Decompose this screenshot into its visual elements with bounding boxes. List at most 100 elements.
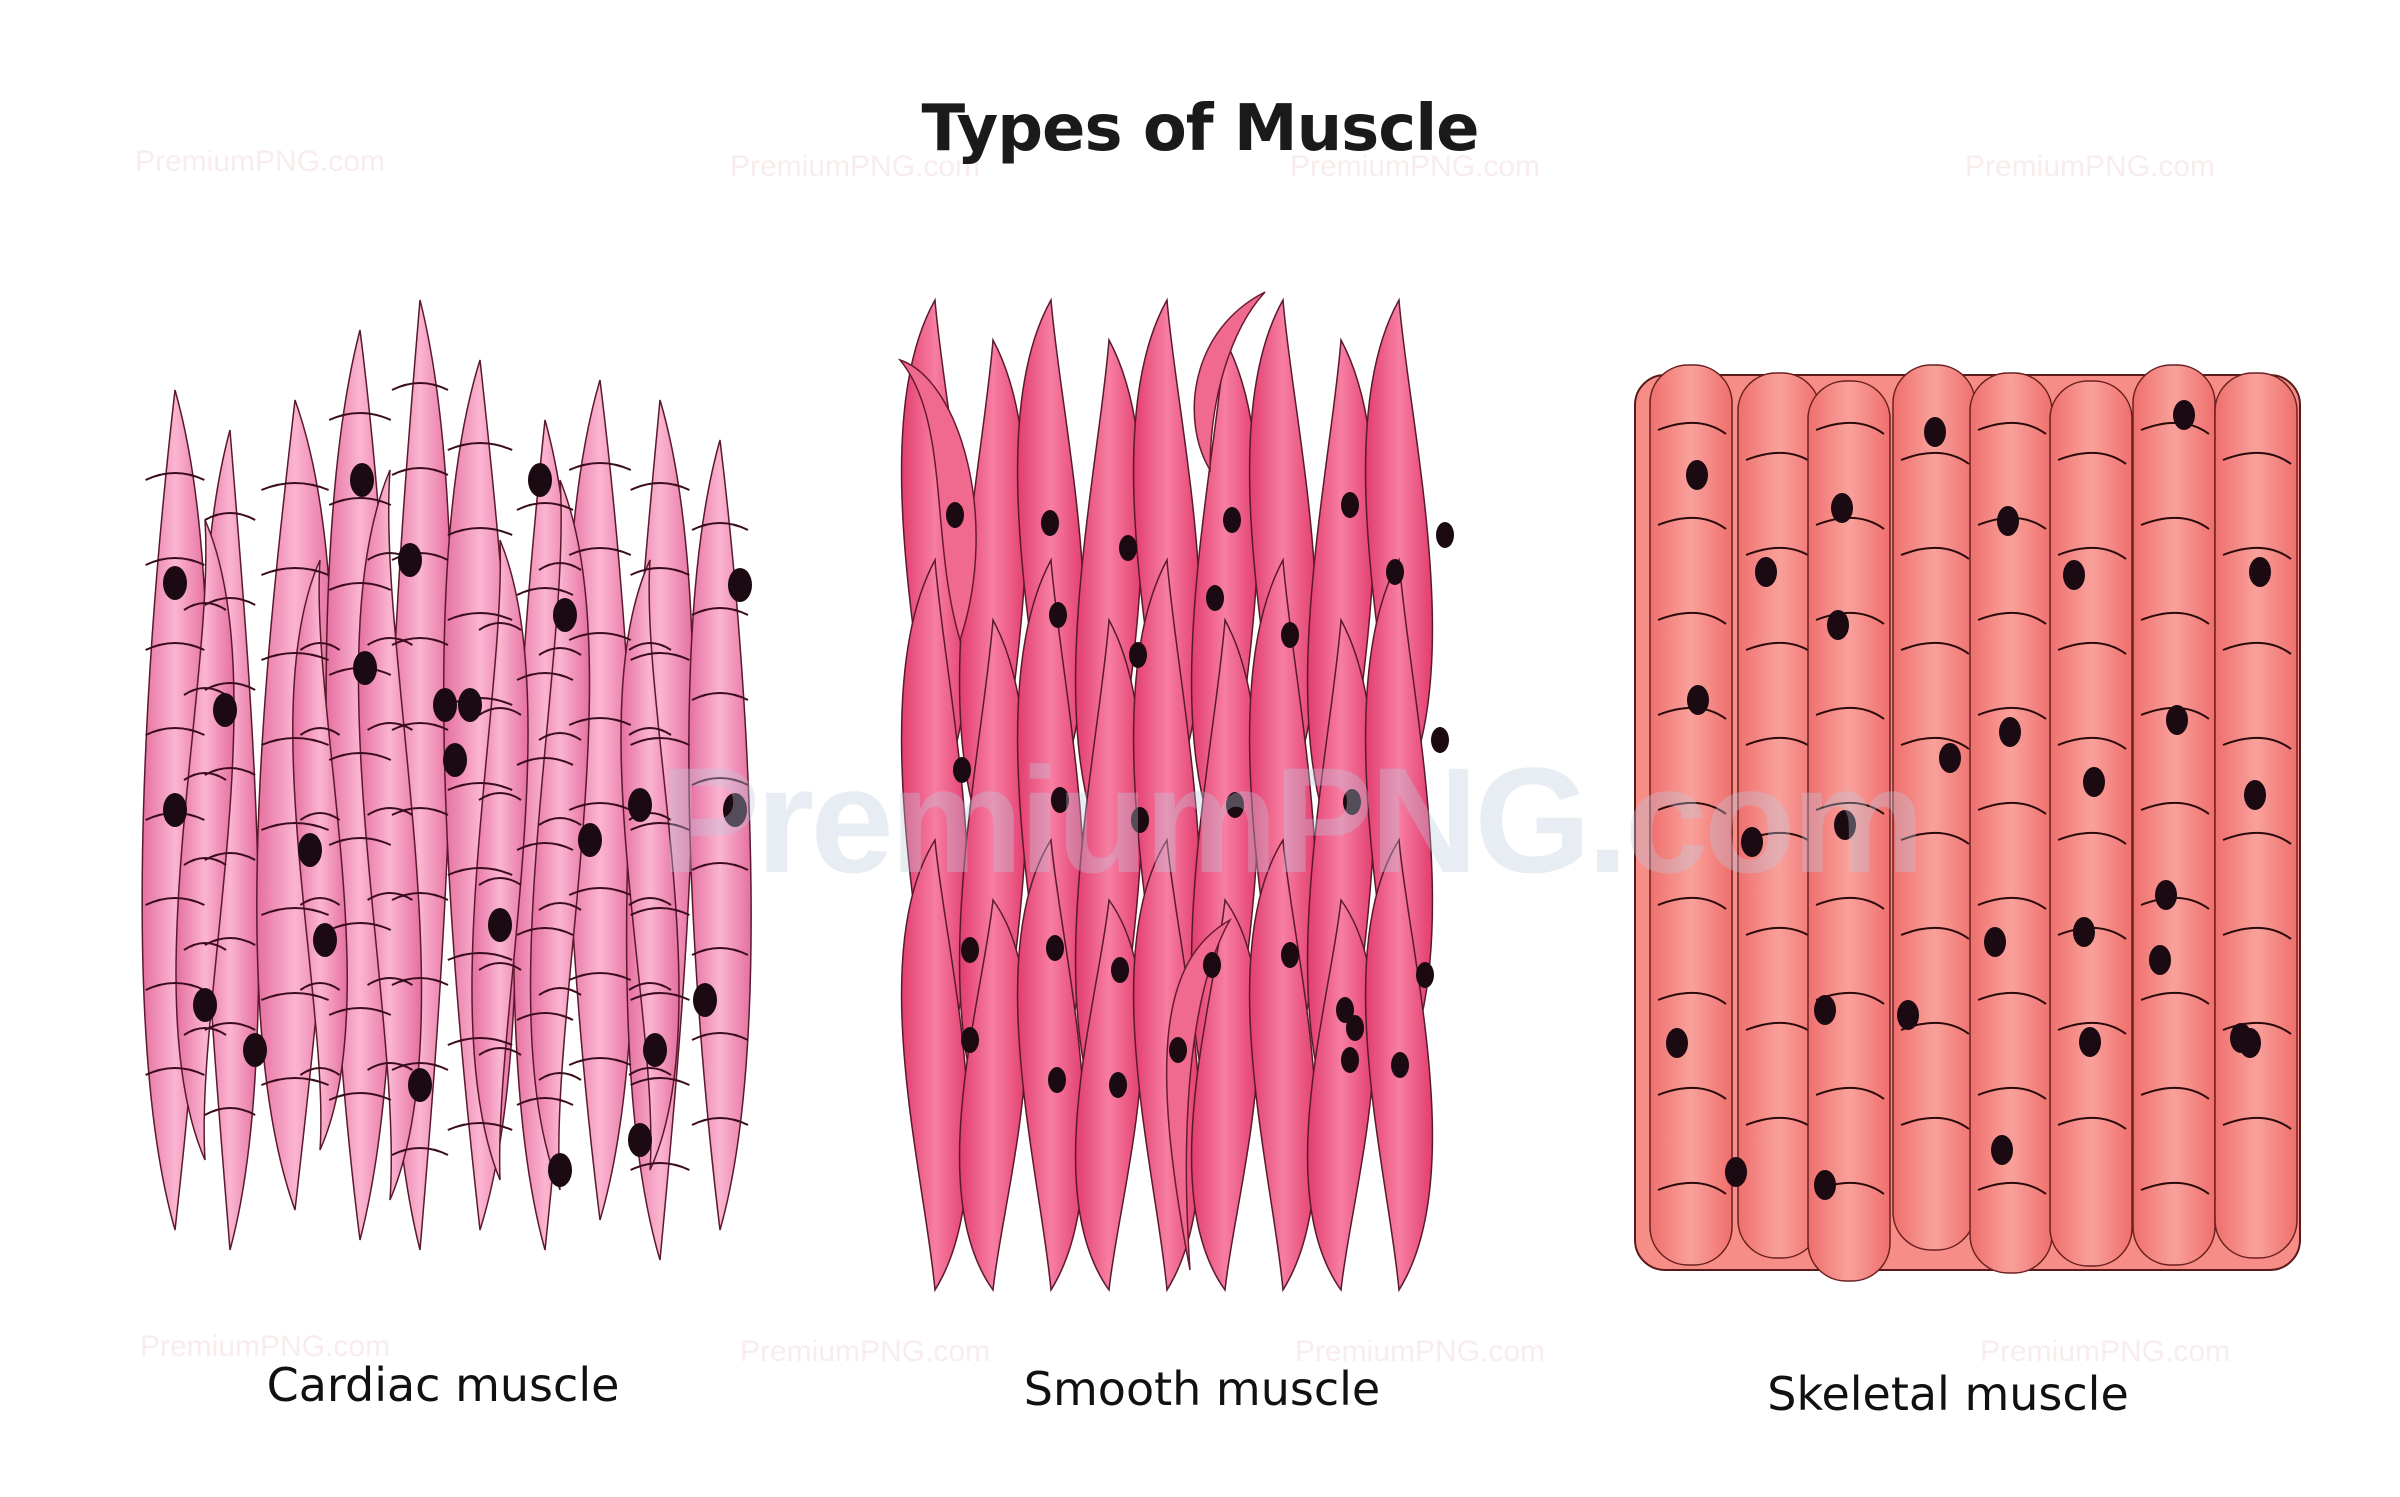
skeletal-nucleus xyxy=(1814,1170,1836,1200)
skeletal-striation xyxy=(1977,896,2047,910)
cardiac-striation xyxy=(691,522,749,531)
cardiac-striation xyxy=(367,977,413,986)
smooth-nucleus xyxy=(1336,997,1354,1023)
skeletal-striation xyxy=(1977,706,2047,720)
cardiac-striation xyxy=(568,972,632,981)
cardiac-striation xyxy=(183,602,227,611)
cardiac-striation xyxy=(516,757,574,766)
skeletal-fiber xyxy=(2132,364,2216,1266)
skeletal-nucleus xyxy=(2073,917,2095,947)
skeletal-striation xyxy=(2057,546,2127,560)
cardiac-nucleus xyxy=(628,788,652,822)
skeletal-striation xyxy=(1657,1181,1727,1195)
cardiac-striation xyxy=(568,1057,632,1066)
smooth-nucleus xyxy=(961,1027,979,1053)
smooth-nucleus xyxy=(1281,942,1299,968)
cardiac-nucleus xyxy=(163,566,187,600)
skeletal-striation xyxy=(1657,516,1727,530)
cardiac-striation xyxy=(538,1072,582,1081)
skeletal-striation xyxy=(2222,1021,2292,1035)
cardiac-striation xyxy=(516,502,574,511)
cardiac-striation xyxy=(630,907,690,916)
skeletal-nucleus xyxy=(1924,417,1946,447)
skeletal-striation xyxy=(2140,1181,2210,1195)
cardiac-nucleus xyxy=(213,693,237,727)
cardiac-striation xyxy=(447,527,513,536)
cardiac-striation xyxy=(261,652,329,661)
cardiac-striation xyxy=(328,582,392,591)
cardiac-muscle-illustration xyxy=(141,299,752,1261)
cardiac-striation xyxy=(538,817,582,826)
skeletal-striation xyxy=(1900,831,1970,845)
skeletal-striation xyxy=(1815,516,1885,530)
cardiac-striation xyxy=(391,722,449,731)
skeletal-striation xyxy=(2057,641,2127,655)
cardiac-striation xyxy=(261,907,329,916)
skeletal-nucleus xyxy=(1686,460,1708,490)
cardiac-striation xyxy=(538,987,582,996)
cardiac-striation xyxy=(145,557,205,566)
skeletal-striation xyxy=(1900,736,1970,750)
smooth-cell xyxy=(900,837,970,1293)
cardiac-striation xyxy=(628,1067,672,1076)
smooth-nucleus xyxy=(1436,522,1454,548)
skeletal-striation xyxy=(2222,641,2292,655)
skeletal-nucleus xyxy=(1991,1135,2013,1165)
smooth-nucleus xyxy=(1341,492,1359,518)
skeletal-striation xyxy=(2057,736,2127,750)
cardiac-striation xyxy=(447,1037,513,1046)
cardiac-striation xyxy=(367,892,413,901)
skeletal-striation xyxy=(2222,546,2292,560)
cardiac-striation xyxy=(328,837,392,846)
smooth-nucleus xyxy=(1343,789,1361,815)
skeletal-striation xyxy=(2222,1116,2292,1130)
cardiac-striation xyxy=(367,1062,413,1071)
skeletal-striation xyxy=(1900,451,1970,465)
cardiac-striation xyxy=(299,642,341,651)
cardiac-striation xyxy=(568,887,632,896)
smooth-nucleus xyxy=(1169,1037,1187,1063)
smooth-nucleus xyxy=(1129,642,1147,668)
smooth-nucleus xyxy=(1416,962,1434,988)
cardiac-striation xyxy=(691,692,749,701)
skeletal-nucleus xyxy=(1666,1028,1688,1058)
cardiac-striation xyxy=(328,497,392,506)
skeletal-striation xyxy=(1657,1086,1727,1100)
skeletal-striation xyxy=(1977,991,2047,1005)
smooth-nucleus xyxy=(1131,807,1149,833)
cardiac-striation xyxy=(299,812,341,821)
cardiac-striation xyxy=(447,867,513,876)
cardiac-striation xyxy=(478,962,522,971)
skeletal-nucleus xyxy=(2155,880,2177,910)
cardiac-striation xyxy=(630,822,690,831)
skeletal-muscle-illustration xyxy=(1634,364,2301,1282)
skeletal-striation xyxy=(2057,1116,2127,1130)
cardiac-nucleus xyxy=(548,1153,572,1187)
cardiac-striation xyxy=(261,482,329,491)
cardiac-nucleus xyxy=(433,688,457,722)
cardiac-striation xyxy=(299,727,341,736)
cardiac-striation xyxy=(478,622,522,631)
skeletal-striation xyxy=(2140,801,2210,815)
cardiac-nucleus xyxy=(728,568,752,602)
skeletal-striation xyxy=(2140,896,2210,910)
smooth-nucleus xyxy=(961,937,979,963)
skeletal-nucleus xyxy=(1741,827,1763,857)
skeletal-striation xyxy=(2222,736,2292,750)
skeletal-nucleus xyxy=(2063,560,2085,590)
cardiac-striation xyxy=(630,1162,690,1171)
cardiac-nucleus xyxy=(353,651,377,685)
skeletal-nucleus xyxy=(2244,780,2266,810)
cardiac-striation xyxy=(516,1012,574,1021)
cardiac-nucleus xyxy=(723,793,747,827)
cardiac-striation xyxy=(630,992,690,1001)
cardiac-striation xyxy=(328,1092,392,1101)
cardiac-nucleus xyxy=(628,1123,652,1157)
smooth-nucleus xyxy=(1346,1015,1364,1041)
smooth-nucleus xyxy=(946,502,964,528)
cardiac-striation xyxy=(478,877,522,886)
smooth-nucleus xyxy=(1391,1052,1409,1078)
skeletal-striation xyxy=(2140,516,2210,530)
cardiac-nucleus xyxy=(193,988,217,1022)
cardiac-nucleus xyxy=(443,743,467,777)
